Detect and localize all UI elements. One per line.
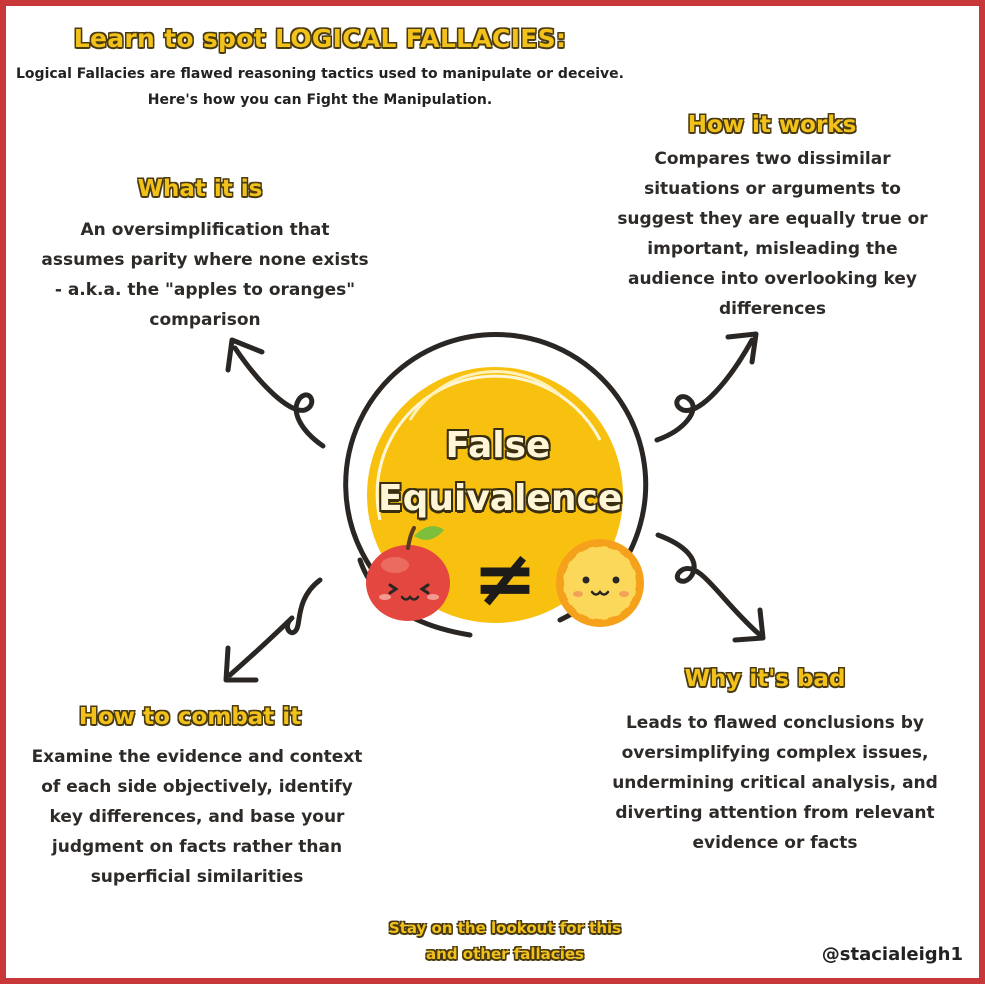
why-bad-line: diverting attention from relevant bbox=[615, 803, 935, 823]
arrow-bottom-right-icon bbox=[655, 532, 766, 643]
not-equal-icon: ≠ bbox=[472, 534, 537, 624]
footer-line-2: and other fallacies bbox=[426, 945, 584, 963]
how-it-works-line: differences bbox=[718, 299, 827, 319]
intro-line-2: Here's how you can Fight the Manipulatio… bbox=[0, 92, 640, 108]
how-it-works-line: important, misleading the bbox=[647, 239, 898, 259]
what-it-is-heading: What it is bbox=[137, 176, 263, 202]
outer-ring bbox=[343, 331, 649, 623]
how-to-combat-line: of each side objectively, identify bbox=[41, 777, 353, 797]
why-bad-line: oversimplifying complex issues, bbox=[621, 743, 929, 763]
page-title: Learn to spot LOGICAL FALLACIES: bbox=[73, 24, 567, 53]
intro-line-1: Logical Fallacies are flawed reasoning t… bbox=[16, 66, 624, 82]
how-it-works-heading: How it works bbox=[687, 112, 857, 138]
what-it-is-line: An oversimplification that bbox=[80, 220, 330, 240]
how-to-combat-line: judgment on facts rather than bbox=[51, 837, 343, 857]
intro-line-2-suffix: . bbox=[486, 92, 493, 108]
intro-line-2-bold: Fight the Manipulation bbox=[306, 92, 487, 108]
why-bad-line: evidence or facts bbox=[692, 833, 858, 853]
why-bad-heading: Why it's bad bbox=[684, 666, 846, 692]
orange-icon bbox=[556, 539, 644, 627]
what-it-is-line: comparison bbox=[149, 310, 261, 330]
disc-highlight bbox=[408, 370, 561, 421]
why-bad-body: Leads to flawed conclusions by oversimpl… bbox=[590, 708, 960, 858]
arrow-top-left-icon bbox=[225, 337, 326, 449]
how-to-combat-line: Examine the evidence and context bbox=[31, 747, 363, 767]
how-it-works-line: suggest they are equally true or bbox=[617, 209, 928, 229]
how-it-works-line: Compares two dissimilar bbox=[654, 149, 891, 169]
what-it-is-line: - a.k.a. the "apples to oranges" bbox=[54, 280, 356, 300]
center-label-line-1: False bbox=[445, 425, 551, 466]
why-bad-line: Leads to flawed conclusions by bbox=[625, 713, 925, 733]
how-it-works-body: Compares two dissimilar situations or ar… bbox=[595, 144, 950, 324]
footer-line-1: Stay on the lookout for this bbox=[388, 919, 622, 937]
apple-icon bbox=[366, 526, 450, 621]
how-to-combat-heading: How to combat it bbox=[78, 704, 302, 730]
what-it-is-body: An oversimplification that assumes parit… bbox=[20, 215, 390, 335]
how-to-combat-line: key differences, and base your bbox=[49, 807, 345, 827]
what-it-is-line: assumes parity where none exists bbox=[41, 250, 369, 270]
how-it-works-line: audience into overlooking key bbox=[627, 269, 918, 289]
how-to-combat-body: Examine the evidence and context of each… bbox=[12, 742, 382, 892]
inner-ring bbox=[375, 374, 602, 521]
author-handle[interactable]: @stacialeigh1 bbox=[821, 944, 963, 965]
how-to-combat-line: superficial similarities bbox=[90, 867, 304, 887]
arrow-top-right-icon bbox=[654, 331, 759, 443]
footer-tagline: Stay on the lookout for this and other f… bbox=[350, 915, 660, 967]
not-equal-symbol: ≠ bbox=[472, 534, 537, 624]
arrow-bottom-left-icon bbox=[223, 577, 323, 683]
intro-line-2-prefix: Here's how you can bbox=[147, 92, 307, 108]
center-label-line-2: Equivalence bbox=[378, 478, 623, 519]
why-bad-line: undermining critical analysis, and bbox=[612, 773, 938, 793]
how-it-works-line: situations or arguments to bbox=[644, 179, 901, 199]
